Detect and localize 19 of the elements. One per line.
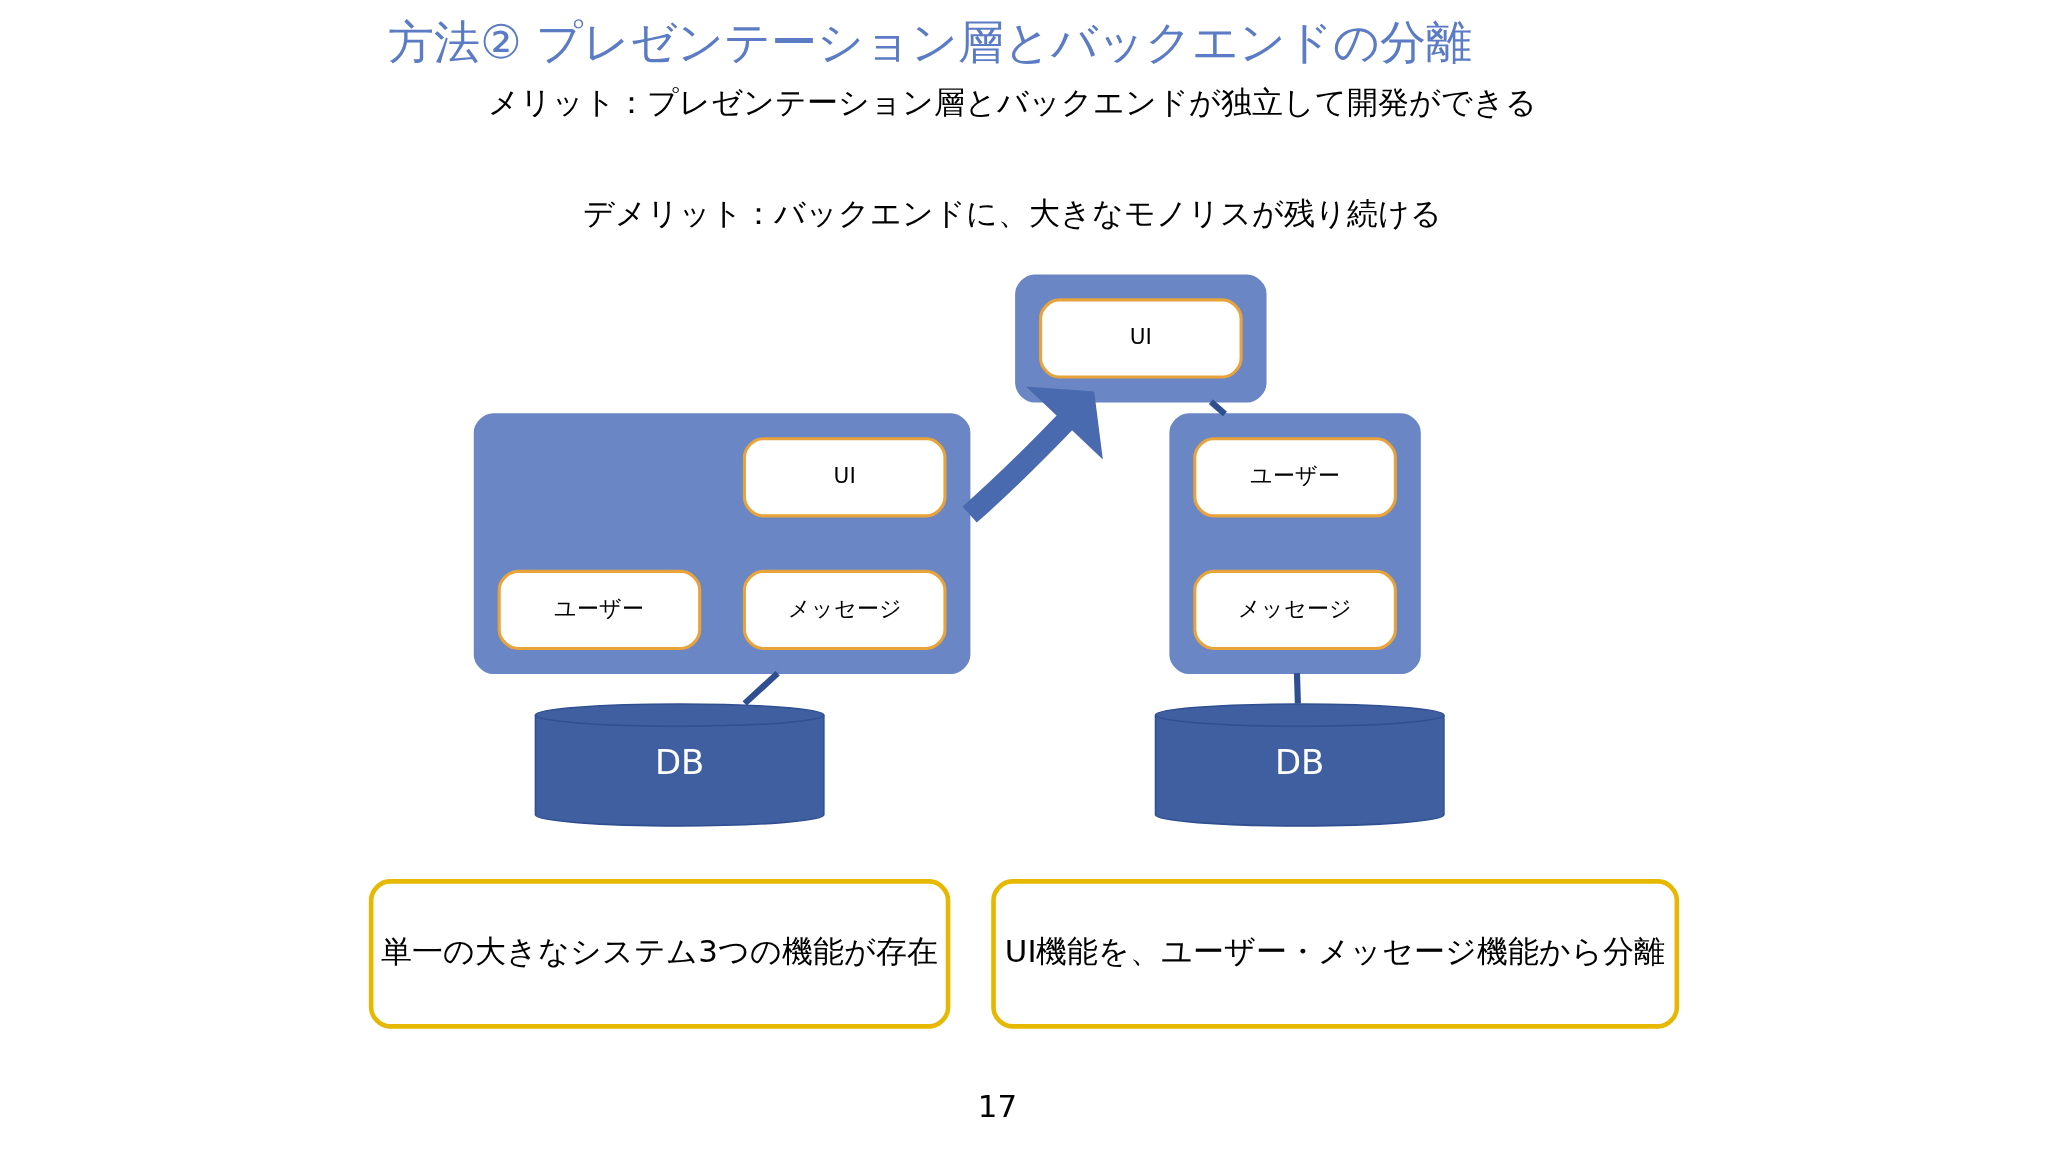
label: デメリット：バックエンドに、大きなモノリスが残り続ける bbox=[583, 195, 1443, 232]
connector bbox=[1208, 399, 1227, 417]
node-box: メッセージ bbox=[742, 569, 947, 651]
cluster bbox=[1169, 413, 1421, 674]
connector bbox=[742, 670, 780, 706]
arrow bbox=[962, 386, 1103, 523]
node-box: UI bbox=[742, 437, 947, 518]
diagram-title: 方法② プレゼンテーション層とバックエンドの分離 bbox=[388, 14, 1473, 69]
label: 17 bbox=[977, 1088, 1018, 1125]
node-box: メッセージ bbox=[1193, 569, 1397, 651]
cluster bbox=[473, 413, 971, 674]
node-box: UI bbox=[1039, 298, 1243, 379]
label: メリット：プレゼンテーション層とバックエンドが独立して開発ができる bbox=[488, 84, 1538, 121]
connector bbox=[1293, 673, 1301, 704]
cluster bbox=[1015, 274, 1267, 403]
node-box: UI機能を、ユーザー・メッセージ機能から分離 bbox=[991, 879, 1680, 1029]
node-box: ユーザー bbox=[1193, 437, 1397, 518]
node-box: ユーザー bbox=[497, 569, 702, 651]
node-box: 単一の大きなシステム3つの機能が存在 bbox=[368, 879, 951, 1029]
